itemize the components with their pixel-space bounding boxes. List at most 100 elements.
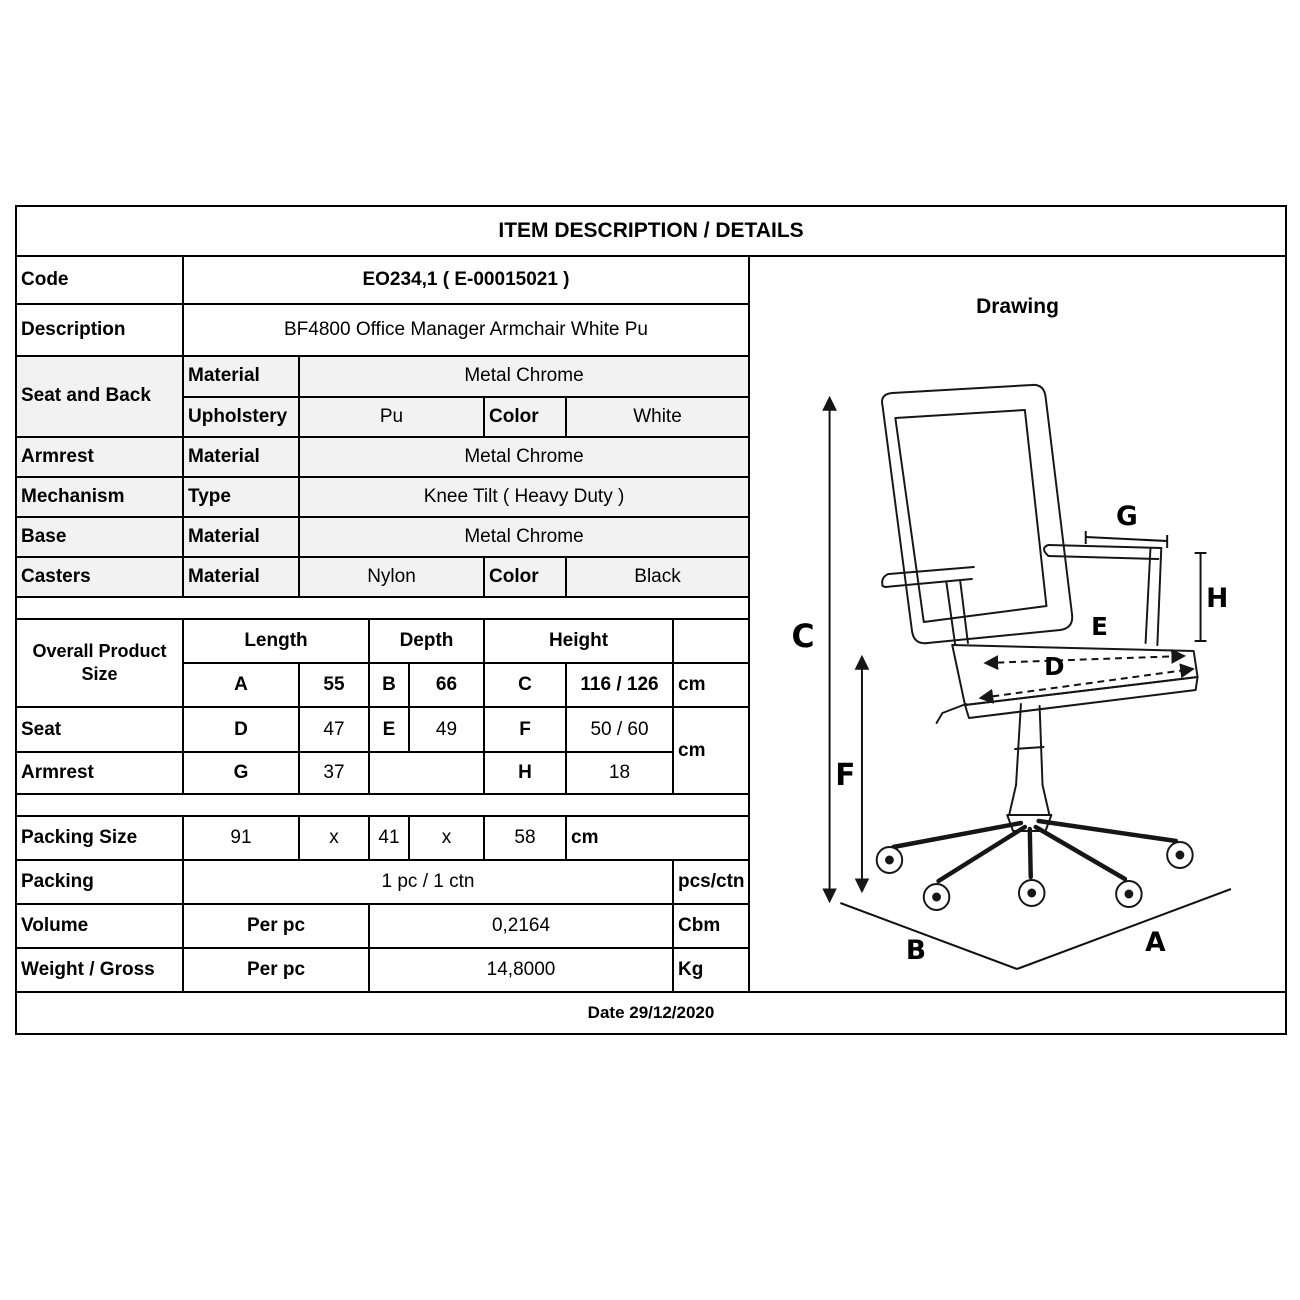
mechanism-label: Mechanism <box>15 475 184 518</box>
chair-outline <box>875 383 1199 911</box>
dim-g-letter: G <box>182 751 300 795</box>
date-footer: Date 29/12/2020 <box>14 991 1288 1035</box>
right-armrest-top <box>1047 544 1163 549</box>
dim-d-value: 47 <box>298 706 370 753</box>
packing-size-label: Packing Size <box>15 815 184 861</box>
height-header: Height <box>483 617 674 665</box>
gas-lift-right <box>1038 705 1044 786</box>
dim-e-letter: E <box>368 706 410 753</box>
packing-value: 1 pc / 1 ctn <box>182 859 674 905</box>
right-armrest-post-b <box>1156 547 1163 646</box>
tilt-lever <box>935 703 967 724</box>
depth-header: Depth <box>368 617 485 665</box>
dim-label-d: D <box>1044 652 1064 681</box>
seat-back-material-label: Material <box>182 355 300 398</box>
backrest-outline <box>881 383 1074 645</box>
volume-label: Volume <box>15 903 184 949</box>
dim-b-letter: B <box>368 662 410 709</box>
upholstery-label: Upholstery <box>182 395 300 438</box>
backrest-inner-line <box>894 409 1048 623</box>
armrest-size-label: Armrest <box>15 751 184 795</box>
description-value: BF4800 Office Manager Armchair White Pu <box>182 303 750 357</box>
drawing-panel: Drawing <box>747 255 1288 993</box>
drawing-area: Drawing <box>754 258 1281 990</box>
dimension-lines <box>822 395 1232 970</box>
mechanism-type-value: Knee Tilt ( Heavy Duty ) <box>298 475 750 518</box>
left-armrest-post-b <box>959 579 969 644</box>
seat-back-material-value: Metal Chrome <box>298 355 750 398</box>
volume-value: 0,2164 <box>368 903 674 949</box>
seat-back-color-value: White <box>565 395 750 438</box>
dim-label-e: E <box>1091 612 1108 641</box>
dim-c-letter: C <box>483 662 567 709</box>
casters-label: Casters <box>15 555 184 598</box>
dim-label-f: F <box>835 758 855 793</box>
armrest-label: Armrest <box>15 435 184 478</box>
dim-line-e <box>983 648 1187 671</box>
base-label: Base <box>15 515 184 558</box>
seat-size-label: Seat <box>15 706 184 753</box>
section-spacer <box>15 595 750 620</box>
floor-line-b <box>840 902 1018 970</box>
weight-value: 14,8000 <box>368 947 674 993</box>
armrest-material-label: Material <box>182 435 300 478</box>
packing-dim1: 91 <box>182 815 300 861</box>
caster-wheels <box>875 841 1194 911</box>
drawing-title: Drawing <box>976 295 1059 318</box>
dimension-labels: C F G H E D B A <box>792 501 1229 966</box>
description-label: Description <box>15 303 184 357</box>
seat-unit: cm <box>672 706 750 795</box>
armrest-material-value: Metal Chrome <box>298 435 750 478</box>
dim-b-value: 66 <box>408 662 485 709</box>
weight-unit: Kg <box>672 947 750 993</box>
gas-lift-taper-right <box>1041 784 1051 816</box>
page-title: ITEM DESCRIPTION / DETAILS <box>14 205 1288 257</box>
seat-back-color-label: Color <box>483 395 567 438</box>
dim-c-value: 116 / 126 <box>565 662 674 709</box>
dim-a-value: 55 <box>298 662 370 709</box>
dim-e-value: 49 <box>408 706 485 753</box>
packing-dim3: 58 <box>483 815 567 861</box>
volume-per-pc: Per pc <box>182 903 370 949</box>
packing-x2: x <box>408 815 485 861</box>
dim-h-value: 18 <box>565 751 674 795</box>
casters-color-value: Black <box>565 555 750 598</box>
base-material-label: Material <box>182 515 300 558</box>
floor-line-a <box>1016 888 1232 970</box>
gas-lift-left <box>1015 703 1022 786</box>
right-armrest-post-a <box>1144 547 1152 644</box>
dim-line-g <box>1085 536 1168 542</box>
base-legs <box>891 818 1179 884</box>
weight-per-pc: Per pc <box>182 947 370 993</box>
item-description-table: ITEM DESCRIPTION / DETAILS Code EO234,1 … <box>14 205 1288 1035</box>
dim-a-letter: A <box>182 662 300 709</box>
seat-top <box>951 644 1199 706</box>
weight-label: Weight / Gross <box>15 947 184 993</box>
code-value: EO234,1 ( E-00015021 ) <box>182 255 750 305</box>
caster-hubs <box>885 850 1185 902</box>
dim-label-a: A <box>1145 927 1166 958</box>
casters-color-label: Color <box>483 555 567 598</box>
dim-g-value: 37 <box>298 751 370 795</box>
dim-line-d <box>978 663 1195 704</box>
dim-label-g: G <box>1116 501 1138 532</box>
mechanism-type-label: Type <box>182 475 300 518</box>
overall-unit: cm <box>672 662 750 709</box>
casters-material-value: Nylon <box>298 555 485 598</box>
seat-back-label: Seat and Back <box>15 355 184 438</box>
dim-label-h: H <box>1206 583 1228 614</box>
gas-lift-ring <box>1014 746 1045 750</box>
seat-front-edge <box>964 676 1199 719</box>
packing-label: Packing <box>15 859 184 905</box>
armrest-size-spacer <box>368 751 485 795</box>
upholstery-value: Pu <box>298 395 485 438</box>
packing-dim2: 41 <box>368 815 410 861</box>
size-header-spacer <box>672 617 750 665</box>
left-armrest <box>887 566 975 575</box>
right-armrest-inner <box>1047 555 1160 560</box>
right-armrest-cap <box>1043 544 1050 557</box>
dim-label-c: C <box>792 619 815 655</box>
packing-unit: pcs/ctn <box>672 859 750 905</box>
packing-size-unit: cm <box>565 815 750 861</box>
dim-f-letter: F <box>483 706 567 753</box>
